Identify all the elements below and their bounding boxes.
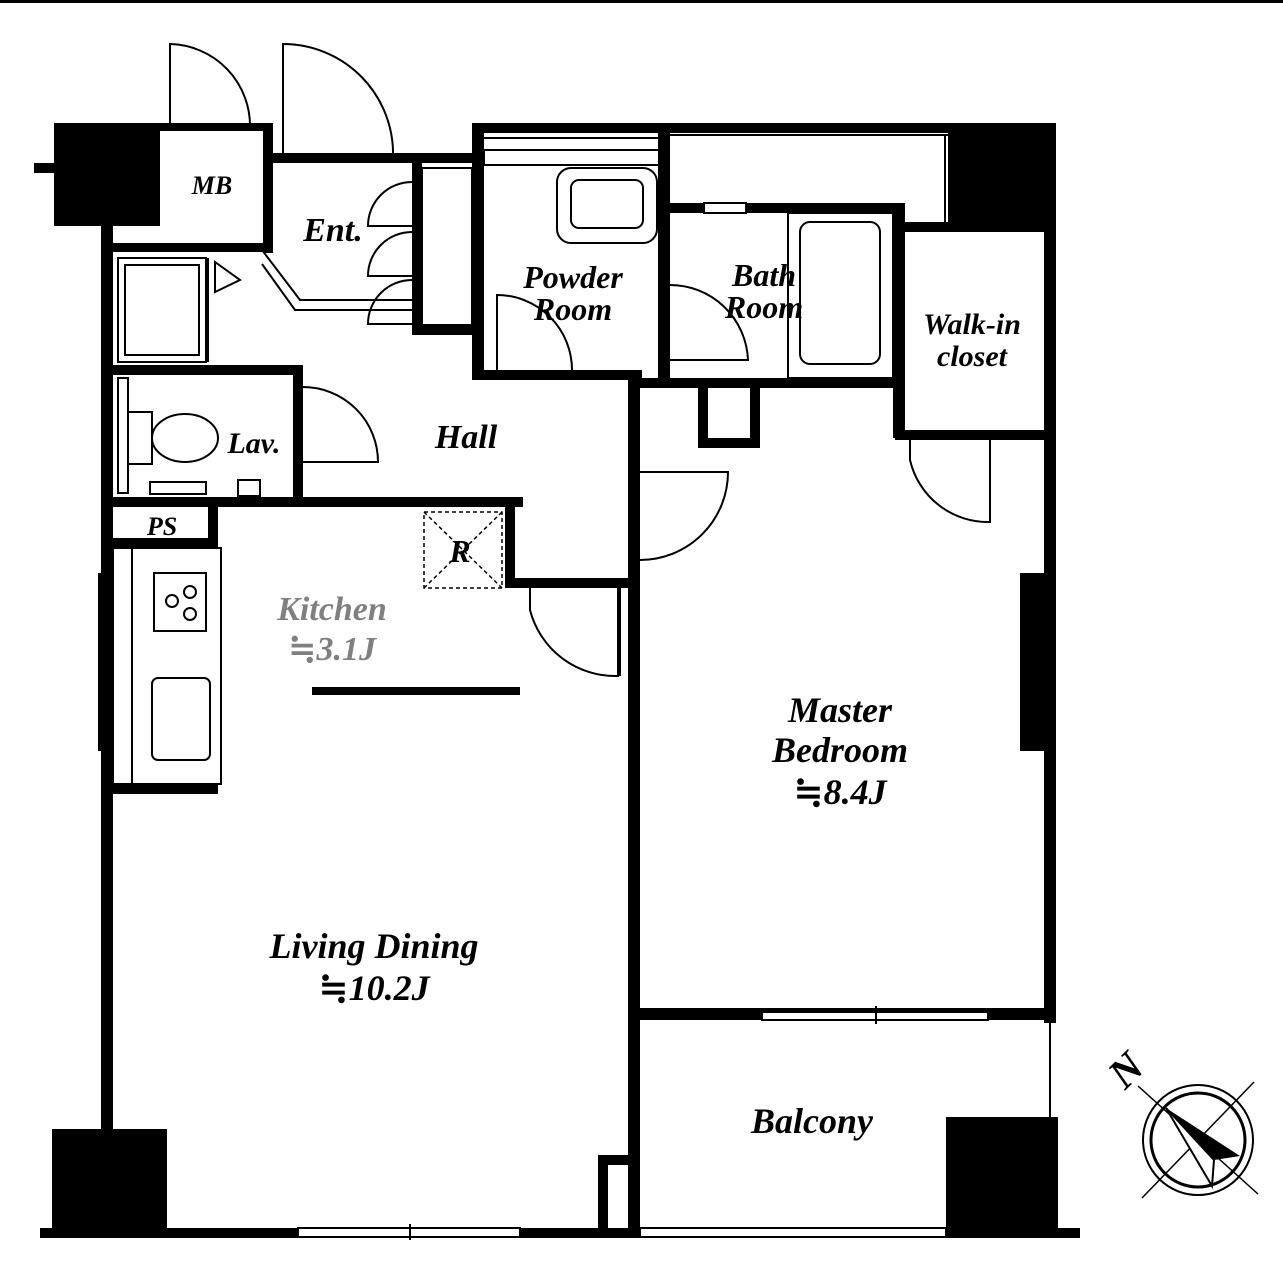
pipe-space-label: PS bbox=[146, 512, 177, 541]
balcony-label: Balcony bbox=[750, 1101, 874, 1141]
living-dining-area: ≒10.2J bbox=[318, 968, 430, 1008]
bath-room bbox=[640, 202, 905, 448]
lavatory-area bbox=[113, 257, 380, 505]
kitchen-label: Kitchen bbox=[276, 591, 387, 628]
exterior-walls bbox=[40, 123, 1080, 1240]
refrigerator-label: R bbox=[448, 533, 470, 569]
balcony-walls bbox=[598, 1006, 1056, 1230]
master-bedroom-label-2: Bedroom bbox=[771, 730, 908, 770]
entrance-area bbox=[113, 42, 484, 378]
compass bbox=[1137, 1081, 1259, 1199]
living-dining-label: Living Dining bbox=[268, 926, 478, 966]
structural-columns bbox=[34, 123, 1058, 1237]
master-bedroom-area: ≒8.4J bbox=[793, 772, 887, 812]
powder-room-label-2: Room bbox=[533, 291, 612, 327]
kitchen-walls bbox=[112, 380, 730, 1230]
room-labels: MB Ent. Powder Room Bath Room Walk-in cl… bbox=[146, 171, 1155, 1141]
powder-room-label-1: Powder bbox=[522, 259, 623, 295]
bath-room-label-2: Room bbox=[724, 289, 803, 325]
compass-north-label: N bbox=[1099, 1043, 1155, 1099]
top-border bbox=[0, 0, 1283, 3]
kitchen-area: ≒3.1J bbox=[288, 631, 377, 668]
powder-room bbox=[472, 123, 670, 383]
walk-in-closet-label-1: Walk-in bbox=[923, 308, 1021, 341]
walk-in-closet bbox=[664, 134, 1045, 524]
lavatory-label: Lav. bbox=[226, 427, 280, 460]
entrance-label: Ent. bbox=[302, 212, 363, 249]
mb-label: MB bbox=[191, 171, 232, 200]
master-bedroom-label-1: Master bbox=[787, 690, 893, 730]
walk-in-closet-label-2: closet bbox=[937, 340, 1009, 373]
hall-label: Hall bbox=[434, 419, 498, 456]
bath-room-label-1: Bath bbox=[731, 257, 796, 293]
